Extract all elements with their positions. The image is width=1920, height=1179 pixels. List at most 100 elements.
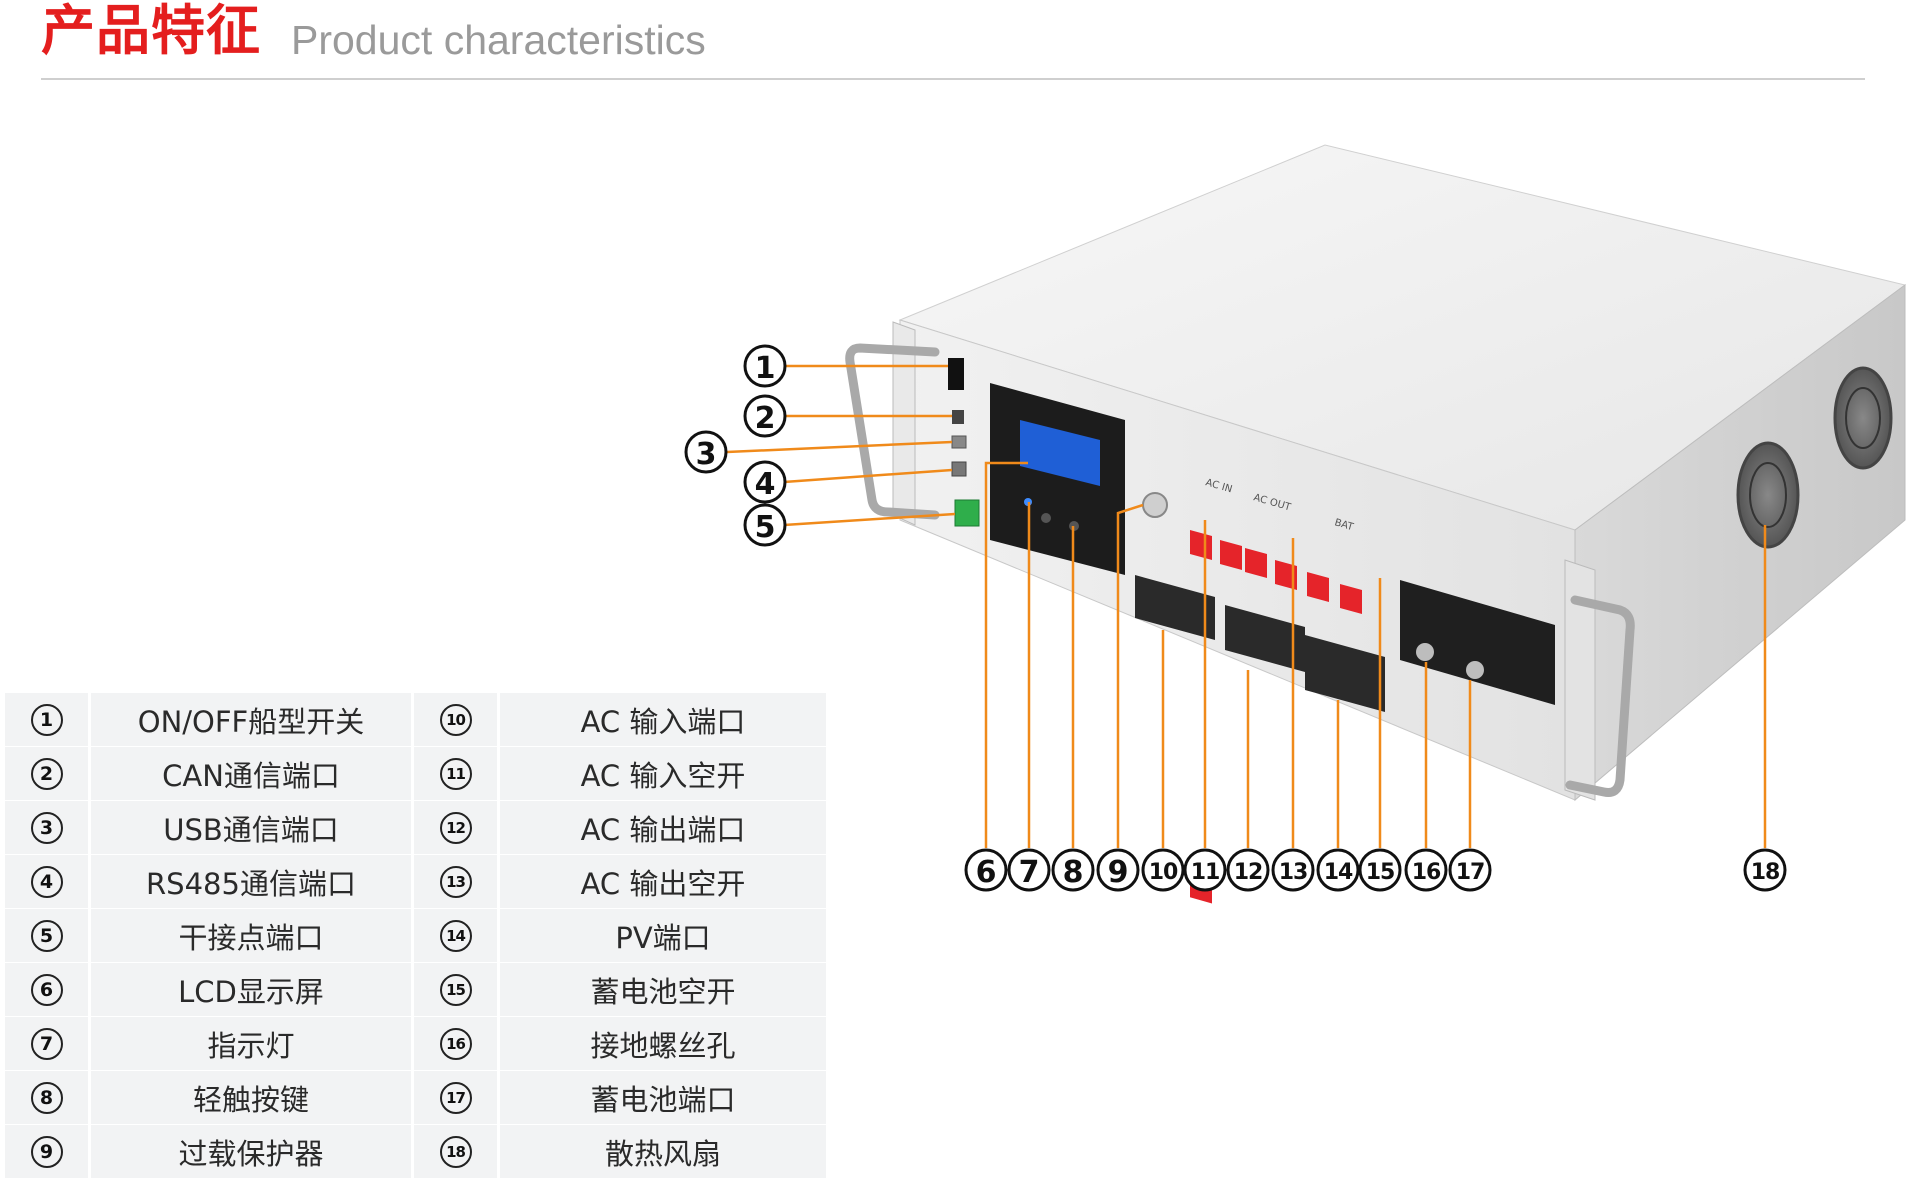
callout-18: 18 (1743, 848, 1787, 892)
table-cell-label: USB通信端口 (91, 801, 411, 854)
svg-text:8: 8 (1063, 855, 1084, 890)
table-cell-number: 11 (414, 747, 497, 800)
leader-lines (726, 364, 1767, 848)
table-cell-label: LCD显示屏 (91, 963, 411, 1016)
page-title: 产品特征 (41, 0, 261, 62)
cooling-fan-icon-2 (1833, 366, 1893, 470)
table-cell-label: 干接点端口 (91, 909, 411, 962)
table-cell-number: 3 (5, 801, 88, 854)
svg-text:12: 12 (1234, 860, 1263, 885)
table-cell-label: 接地螺丝孔 (500, 1017, 826, 1070)
table-cell-number: 1 (5, 693, 88, 746)
svg-text:2: 2 (755, 401, 776, 436)
table-cell-label: 蓄电池空开 (500, 963, 826, 1016)
breaker-icon-5 (1307, 572, 1329, 602)
callout-1: 1 (743, 344, 787, 388)
callout-15: 15 (1358, 848, 1402, 892)
right-rack-ear (1564, 559, 1596, 801)
item-number: 10 (439, 703, 472, 736)
table-cell-number: 6 (5, 963, 88, 1016)
item-number: 13 (439, 865, 472, 898)
item-number: 7 (30, 1027, 63, 1060)
callout-7: 7 (1007, 848, 1051, 892)
item-number: 9 (30, 1135, 63, 1168)
callout-10: 10 (1141, 848, 1185, 892)
table-row: 7 指示灯 16 接地螺丝孔 (5, 1017, 829, 1070)
svg-text:1: 1 (755, 351, 776, 386)
table-row: 5 干接点端口 14 PV端口 (5, 909, 829, 962)
fan-ring-1 (1749, 462, 1787, 528)
breaker-icon-6 (1340, 584, 1362, 614)
item-number: 18 (439, 1135, 472, 1168)
dry-contact-port-icon (954, 499, 980, 527)
table-cell-label: ON/OFF船型开关 (91, 693, 411, 746)
device-label-bat: BAT (1333, 517, 1355, 533)
item-number: 3 (30, 811, 63, 844)
table-cell-number: 7 (5, 1017, 88, 1070)
right-handle-icon (1565, 595, 1635, 797)
item-number: 17 (439, 1081, 472, 1114)
table-row: 2 CAN通信端口 11 AC 输入空开 (5, 747, 829, 800)
table-cell-number: 8 (5, 1071, 88, 1124)
left-handle-icon (845, 343, 940, 520)
item-number: 14 (439, 919, 472, 952)
lcd-screen-icon (1020, 420, 1100, 486)
table-cell-label: AC 输出端口 (500, 801, 826, 854)
table-cell-number: 12 (414, 801, 497, 854)
table-cell-label: 过载保护器 (91, 1125, 411, 1178)
item-number: 2 (30, 757, 63, 790)
breaker-icon-2 (1220, 540, 1242, 570)
svg-text:15: 15 (1366, 860, 1395, 885)
table-cell-label: CAN通信端口 (91, 747, 411, 800)
callout-8: 8 (1051, 848, 1095, 892)
ac-input-terminal-icon (1135, 575, 1215, 640)
item-number: 15 (439, 973, 472, 1006)
breaker-icon-3 (1245, 548, 1267, 578)
svg-text:18: 18 (1751, 860, 1780, 885)
callout-11: 11 (1183, 848, 1227, 892)
callout-17: 17 (1448, 848, 1492, 892)
ground-screw-icon (1416, 643, 1434, 661)
ac-output-terminal-icon (1225, 605, 1305, 672)
table-cell-label: RS485通信端口 (91, 855, 411, 908)
overload-protector-icon (1142, 492, 1168, 518)
table-cell-number: 2 (5, 747, 88, 800)
item-number: 16 (439, 1027, 472, 1060)
table-cell-label: PV端口 (500, 909, 826, 962)
table-row: 9 过载保护器 18 散热风扇 (5, 1125, 829, 1178)
callout-5: 5 (743, 503, 787, 547)
table-cell-label: AC 输入空开 (500, 747, 826, 800)
table-row: 6 LCD显示屏 15 蓄电池空开 (5, 963, 829, 1016)
table-cell-number: 5 (5, 909, 88, 962)
table-cell-label: 轻触按键 (91, 1071, 411, 1124)
item-number: 6 (30, 973, 63, 1006)
table-cell-number: 17 (414, 1071, 497, 1124)
svg-text:9: 9 (1108, 855, 1129, 890)
touch-button-icon-1 (1041, 513, 1051, 523)
svg-text:11: 11 (1191, 860, 1220, 885)
table-cell-label: 指示灯 (91, 1017, 411, 1070)
breaker-icon-4 (1275, 560, 1297, 590)
svg-text:5: 5 (755, 510, 776, 545)
callout-6: 6 (964, 848, 1008, 892)
power-switch-icon (948, 358, 964, 390)
item-number: 11 (439, 757, 472, 790)
svg-text:17: 17 (1456, 860, 1485, 885)
svg-text:13: 13 (1279, 860, 1308, 885)
table-cell-label: AC 输入端口 (500, 693, 826, 746)
svg-text:16: 16 (1412, 860, 1441, 885)
table-cell-number: 13 (414, 855, 497, 908)
usb-port-icon (951, 435, 967, 449)
item-number: 5 (30, 919, 63, 952)
svg-text:10: 10 (1149, 860, 1178, 885)
svg-text:6: 6 (976, 855, 997, 890)
table-cell-number: 10 (414, 693, 497, 746)
section-header: 产品特征 Product characteristics (41, 0, 1865, 80)
table-cell-label: 散热风扇 (500, 1125, 826, 1178)
table-cell-number: 18 (414, 1125, 497, 1178)
table-cell-number: 16 (414, 1017, 497, 1070)
